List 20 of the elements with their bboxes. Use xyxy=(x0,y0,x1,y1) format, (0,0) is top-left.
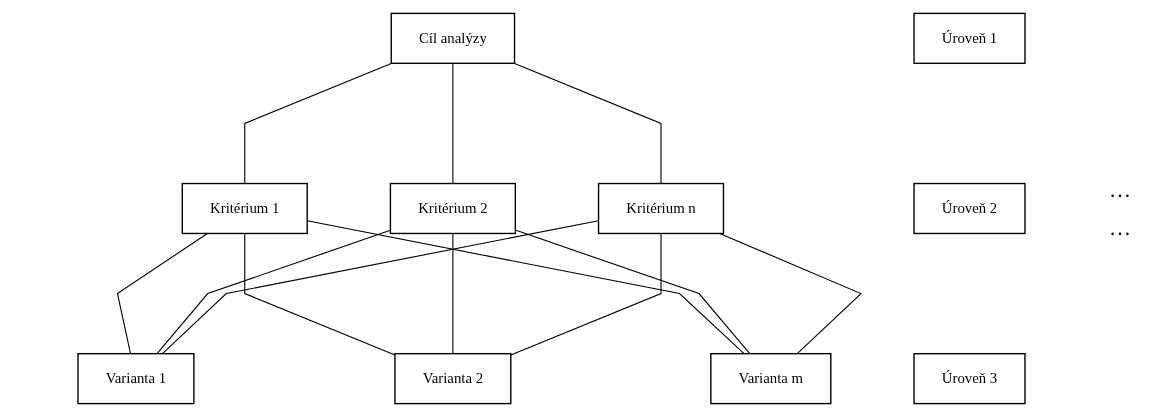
connector xyxy=(116,232,208,355)
connector xyxy=(452,232,454,355)
node-box: Úroveň 1 xyxy=(913,12,1026,65)
ellipsis-text: … xyxy=(1109,176,1131,203)
ellipsis-text: … xyxy=(1109,214,1131,241)
connector xyxy=(719,232,862,355)
connector xyxy=(244,62,393,185)
node-box: Kritérium 1 xyxy=(181,182,308,235)
node-box: Varianta 1 xyxy=(77,352,195,405)
connector xyxy=(513,62,662,185)
connector xyxy=(510,232,662,356)
node-box: Cíl analýzy xyxy=(390,12,516,65)
node-box: Úroveň 3 xyxy=(913,352,1026,405)
node-box: Úroveň 2 xyxy=(913,182,1026,235)
connector xyxy=(156,229,391,355)
node-box: Varianta m xyxy=(710,352,832,405)
node-box: Kritérium 2 xyxy=(389,182,517,235)
node-box: Varianta 2 xyxy=(394,352,512,405)
connector xyxy=(452,62,454,185)
node-box: Kritérium n xyxy=(597,182,725,235)
